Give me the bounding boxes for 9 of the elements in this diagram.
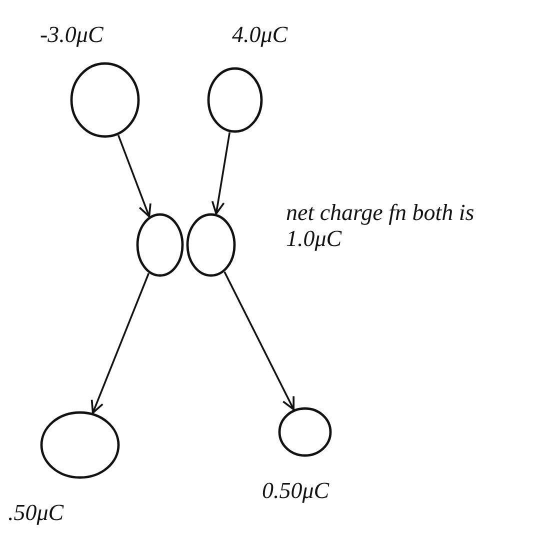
charge-label: -3.0μC bbox=[40, 22, 104, 48]
arrow bbox=[90, 272, 150, 414]
arrow bbox=[117, 134, 152, 218]
charge-label: .50μC bbox=[8, 500, 65, 526]
charge-label: 0.50μC bbox=[262, 478, 330, 504]
arrow bbox=[211, 132, 231, 215]
charge-label: 4.0μC bbox=[232, 22, 289, 48]
charge-label: net charge fn both is 1.0μC bbox=[286, 200, 476, 253]
arrow bbox=[224, 272, 295, 410]
